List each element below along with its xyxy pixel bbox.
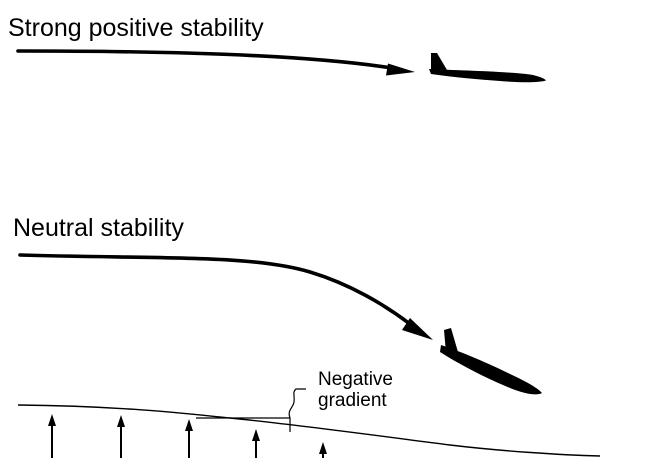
flight-path-arrowhead <box>402 318 433 340</box>
flight-path-line <box>18 253 412 326</box>
flight-path-arrowhead <box>386 63 415 76</box>
annotation-negative: Negative <box>318 369 393 390</box>
updraft-arrow <box>319 442 327 458</box>
updraft-arrow <box>48 414 56 458</box>
glider-icon <box>440 328 542 395</box>
strong-positive-stability-section: Strong positive stability <box>8 14 546 83</box>
section-title-strong-positive: Strong positive stability <box>8 14 264 42</box>
terrain-profile <box>17 404 601 457</box>
updraft-arrow <box>252 429 260 458</box>
neutral-stability-section: Neutral stability <box>13 214 542 395</box>
glider-icon <box>429 53 546 83</box>
rising-air-arrows <box>48 414 327 458</box>
annotation-gradient: gradient <box>318 390 387 411</box>
flight-path-line <box>16 49 394 70</box>
updraft-arrow <box>185 419 193 458</box>
updraft-arrow <box>117 415 125 458</box>
terrain-section: Negative gradient <box>17 369 601 458</box>
gradient-leader-line <box>288 388 306 419</box>
gradient-bracket <box>196 417 291 432</box>
section-title-neutral: Neutral stability <box>13 214 184 242</box>
